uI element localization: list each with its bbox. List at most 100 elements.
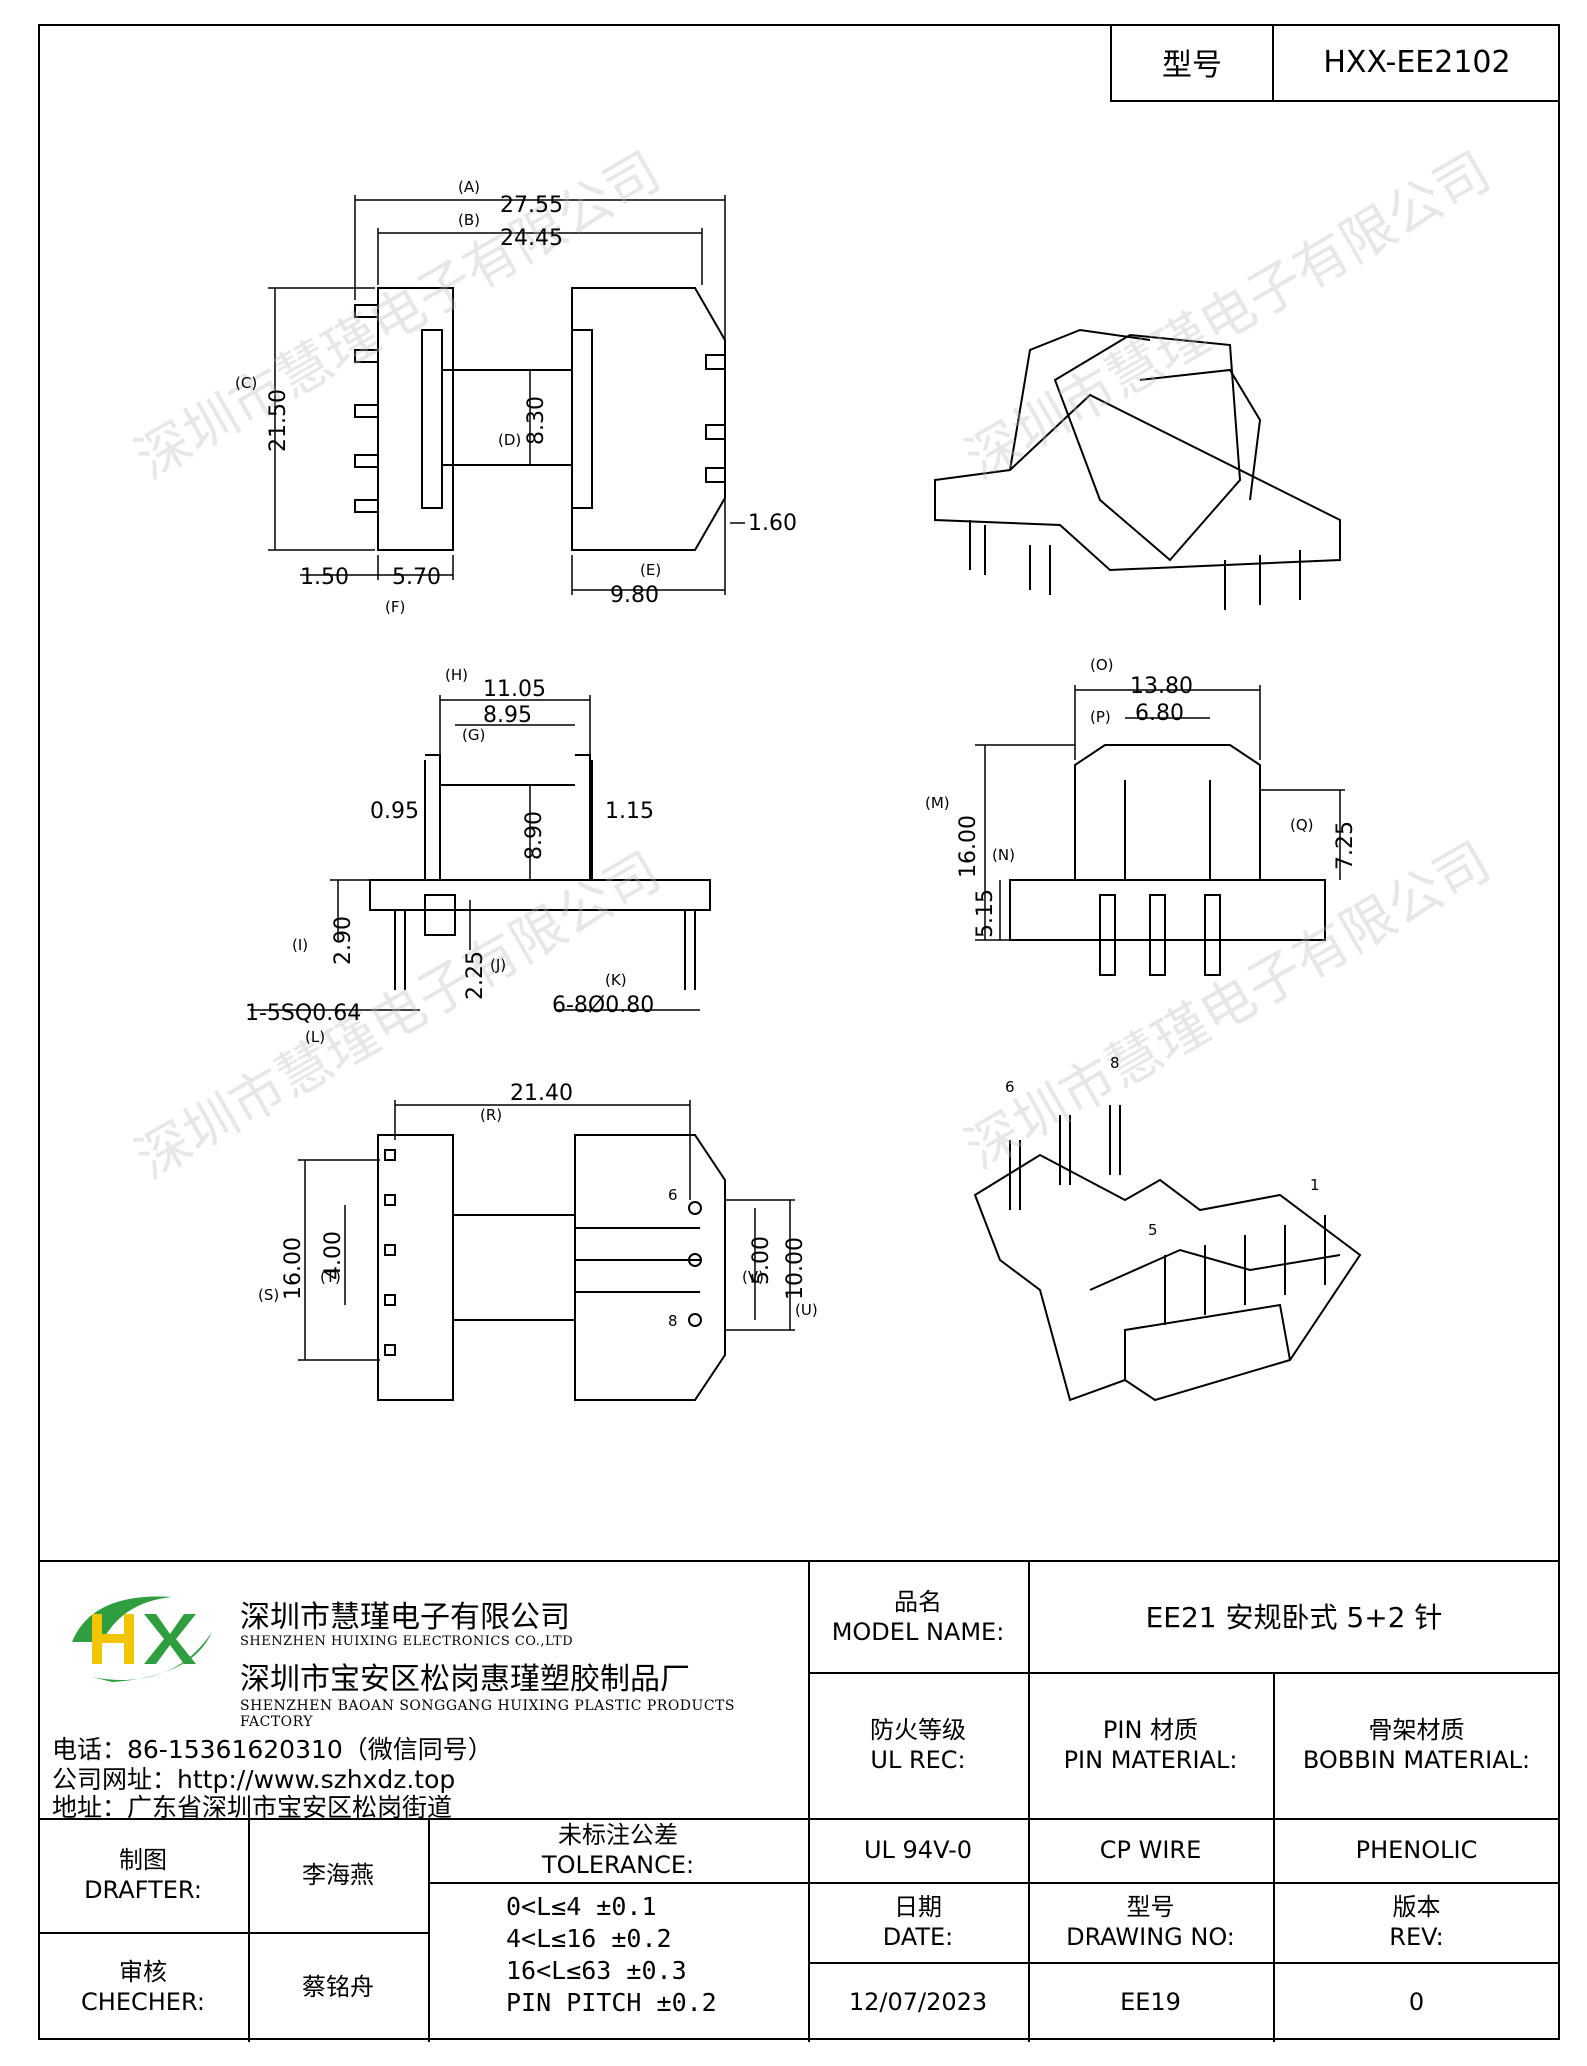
watermark: 深圳市慧瑾电子有限公司 — [125, 140, 671, 492]
dim-label: (U) — [795, 1301, 818, 1319]
phone: 电话：86-15361620310（微信同号） — [52, 1735, 493, 1764]
pin-material-label: PIN 材质 PIN MATERIAL: — [1028, 1672, 1273, 1818]
dim-label: (P) — [1090, 708, 1111, 726]
dim-value: 4.00 — [321, 1231, 346, 1280]
dim-label: (N) — [992, 846, 1015, 864]
dim-label: (E) — [640, 561, 661, 579]
bobbin-material-en: BOBBIN MATERIAL: — [1302, 1746, 1531, 1774]
technical-drawing: 深圳市慧瑾电子有限公司 深圳市慧瑾电子有限公司 深圳市慧瑾电子有限公司 深圳市慧… — [125, 140, 1501, 1402]
factory-name-cn: 深圳市宝安区松岗惠瑾塑胶制品厂 — [240, 1662, 690, 1697]
checker-name: 蔡铭舟 — [302, 1973, 374, 2001]
tolerance-label-en: TOLERANCE: — [541, 1851, 695, 1879]
pin-number: 1 — [1310, 1176, 1320, 1194]
dim-value: 13.80 — [1130, 674, 1193, 699]
dim-label: (H) — [445, 666, 468, 684]
model-label: 型号 — [1112, 24, 1274, 100]
date-label: 日期 DATE: — [808, 1882, 1028, 1962]
model-name-label-en: MODEL NAME: — [831, 1618, 1005, 1646]
watermark: 深圳市慧瑾电子有限公司 — [955, 140, 1501, 492]
dim-label: (I) — [292, 936, 308, 954]
dim-value: 0.95 — [370, 799, 419, 824]
watermark: 深圳市慧瑾电子有限公司 — [955, 830, 1501, 1182]
rev-value: 0 — [1408, 1988, 1425, 2016]
drafter-label: 制图 DRAFTER: — [38, 1818, 248, 1932]
pin-number: 8 — [668, 1312, 678, 1330]
dim-label: (K) — [605, 971, 627, 989]
dim-value: 1.15 — [605, 799, 654, 824]
dim-label: (J) — [490, 956, 506, 974]
company-name-en: SHENZHEN HUIXING ELECTRONICS CO.,LTD — [240, 1634, 574, 1649]
dim-value: 16.00 — [956, 815, 981, 878]
dim-label: (S) — [258, 1286, 279, 1304]
rev-label-en: REV: — [1389, 1923, 1444, 1951]
end-view — [1009, 744, 1326, 976]
tolerance-label-cn: 未标注公差 — [558, 1821, 678, 1849]
tolerance-label: 未标注公差 TOLERANCE: — [428, 1818, 808, 1882]
dim-value: 1.50 — [300, 565, 349, 590]
drafter-name: 李海燕 — [302, 1861, 374, 1889]
dim-label: (C) — [235, 374, 257, 392]
drawing-no-label-en: DRAWING NO: — [1066, 1923, 1235, 1951]
rev-label-cn: 版本 — [1392, 1893, 1441, 1921]
bottom-view — [377, 1134, 726, 1401]
dim-label: (G) — [462, 726, 485, 744]
dim-value: 27.55 — [500, 193, 563, 218]
drafter-label-cn: 制图 — [119, 1846, 167, 1874]
dim-value: 5.00 — [749, 1236, 774, 1285]
title-block: 深圳市慧瑾电子有限公司 SHENZHEN HUIXING ELECTRONICS… — [38, 1560, 1560, 2042]
model-number-box: 型号 HXX-EE2102 — [1110, 24, 1560, 102]
dim-value: 8.90 — [522, 811, 547, 860]
model-value: HXX-EE2102 — [1323, 44, 1511, 80]
date-value: 12/07/2023 — [848, 1988, 988, 2016]
dim-label: (F) — [385, 598, 405, 616]
fire-rating-value: UL 94V-0 — [863, 1836, 973, 1864]
website: 公司网址：http://www.szhxdz.top — [52, 1765, 456, 1794]
date-label-en: DATE: — [882, 1923, 954, 1951]
date-label-cn: 日期 — [894, 1893, 942, 1921]
pin-number: 8 — [1110, 1054, 1120, 1072]
dim-label: (O) — [1090, 656, 1114, 674]
dim-value: 8.30 — [524, 396, 549, 445]
dim-value: 2.25 — [463, 951, 488, 1000]
dim-value: 9.80 — [610, 583, 659, 608]
tolerance-range-1: 0<L≤4 ±0.1 — [506, 1892, 657, 1921]
dim-label: (T) — [320, 1268, 341, 1286]
dim-value: 10.00 — [783, 1237, 808, 1300]
isometric-view-bottom — [973, 1105, 1362, 1402]
dim-value: 21.40 — [510, 1081, 573, 1106]
dim-value: 8.95 — [483, 703, 532, 728]
drawing-no-label: 型号 DRAWING NO: — [1028, 1882, 1273, 1962]
dim-label: (V) — [742, 1268, 764, 1286]
tolerance-range-2: 4<L≤16 ±0.2 — [506, 1924, 672, 1953]
dim-value: 1-5SQ0.64 — [245, 1001, 361, 1026]
dim-value: 11.05 — [483, 677, 546, 702]
drawing-frame — [38, 24, 1560, 2040]
pin-number: 6 — [1005, 1078, 1015, 1096]
dim-label: (D) — [498, 431, 521, 449]
dim-value: 21.50 — [266, 389, 291, 452]
pin-number: 6 — [668, 1186, 678, 1204]
pin-material-en: PIN MATERIAL: — [1063, 1746, 1238, 1774]
model-name-value: EE21 安规卧式 5+2 针 — [1145, 1600, 1443, 1634]
checker-label: 审核 CHECHER: — [38, 1932, 248, 2042]
company-info: 深圳市慧瑾电子有限公司 SHENZHEN HUIXING ELECTRONICS… — [38, 1562, 808, 1822]
pin-material-cn: PIN 材质 — [1102, 1716, 1199, 1744]
dim-value: 2.90 — [331, 916, 356, 965]
drafter-label-en: DRAFTER: — [84, 1876, 202, 1904]
dim-value: 5.70 — [392, 565, 441, 590]
checker-label-cn: 审核 — [119, 1958, 167, 1986]
dim-label: (A) — [458, 178, 480, 196]
pin-number: 5 — [1148, 1221, 1158, 1239]
company-name-cn: 深圳市慧瑾电子有限公司 — [240, 1600, 570, 1635]
dim-value: 7.25 — [1333, 821, 1358, 870]
dim-value: 1.60 — [748, 511, 797, 536]
tolerance-range-3: 16<L≤63 ±0.3 — [506, 1956, 687, 1985]
dim-label: (L) — [305, 1028, 325, 1046]
bobbin-material-value: PHENOLIC — [1355, 1836, 1478, 1864]
dim-label: (Q) — [1290, 816, 1314, 834]
checker-label-en: CHECHER: — [81, 1988, 205, 2016]
dim-label: (B) — [458, 211, 480, 229]
drawing-no-value: EE19 — [1120, 1988, 1181, 2016]
fire-label-cn: 防火等级 — [870, 1716, 966, 1744]
pin-material-value: CP WIRE — [1099, 1836, 1202, 1864]
